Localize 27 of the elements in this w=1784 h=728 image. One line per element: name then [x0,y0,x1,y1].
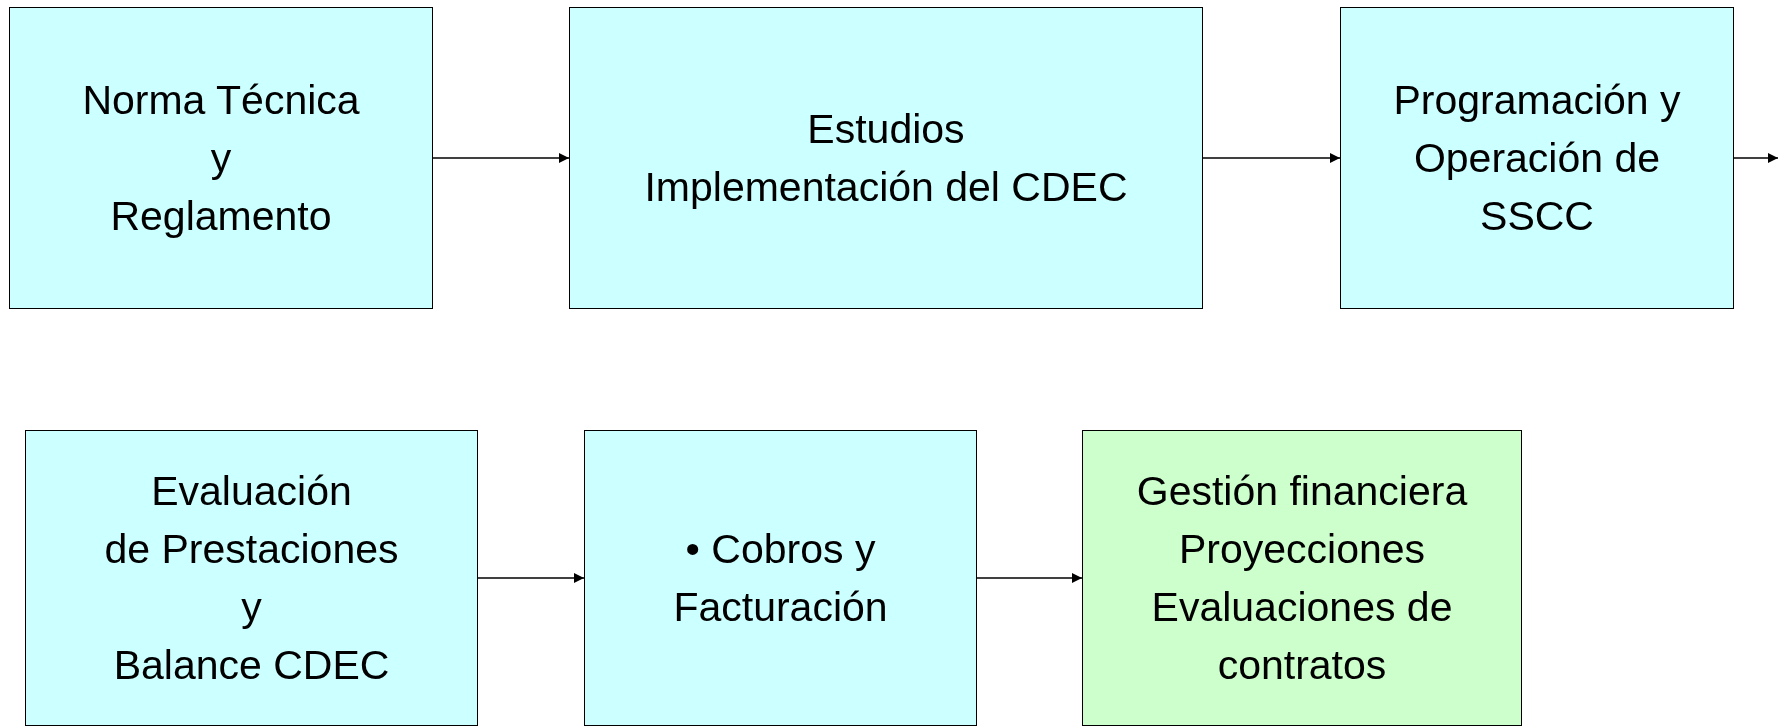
box-text: Operación de [1413,134,1661,183]
box-text: Evaluaciones de contratos [1150,583,1454,690]
box-text: Proyecciones [1178,525,1426,574]
box-text: Reglamento [110,192,332,241]
box-text: Gestión financiera [1136,467,1468,516]
box-text: Estudios [807,105,965,154]
process-box [1082,430,1522,726]
arrow [477,573,585,583]
process-box [1340,7,1734,309]
arrow [432,153,570,163]
box-text: Balance CDEC [113,641,390,690]
arrow [1733,153,1779,163]
process-box [584,430,977,726]
box-text: SSCC [1480,192,1594,241]
box-text: Evaluación [151,467,352,516]
box-text: Norma Técnica [82,76,360,125]
arrow [1202,153,1341,163]
process-box [9,7,433,309]
process-box [569,7,1203,309]
box-text: y [210,134,232,183]
box-text: de Prestaciones [104,525,399,574]
box-text: • Cobros y Facturación [672,525,889,632]
arrow [976,573,1083,583]
box-text: Programación y [1393,76,1681,125]
box-text: Implementación del CDEC [644,163,1128,212]
process-box [25,430,478,726]
box-text: y [241,583,262,632]
